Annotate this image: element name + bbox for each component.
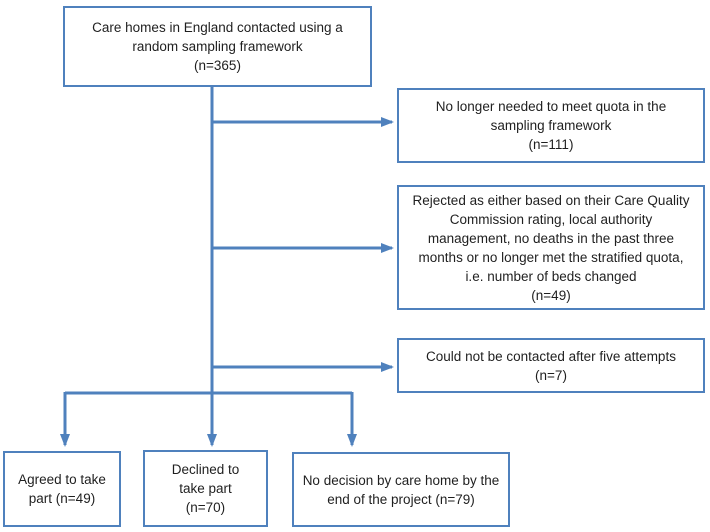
node-source-population: Care homes in England contacted using a … bbox=[63, 6, 372, 87]
node-source-text: Care homes in England contacted using a … bbox=[92, 20, 343, 73]
node-declined: Declined to take part (n=70) bbox=[143, 450, 268, 527]
node-declined-text: Declined to take part (n=70) bbox=[171, 462, 240, 515]
node-excluded-rejected: Rejected as either based on their Care Q… bbox=[397, 185, 705, 310]
node-excluded-quota: No longer needed to meet quota in the sa… bbox=[397, 88, 705, 163]
node-no-decision: No decision by care home by the end of t… bbox=[292, 452, 510, 527]
node-agreed: Agreed to take part (n=49) bbox=[3, 451, 121, 527]
node-excluded-not-contacted: Could not be contacted after five attemp… bbox=[397, 338, 705, 393]
node-no-decision-text: No decision by care home by the end of t… bbox=[302, 472, 500, 507]
node-excluded-not-contacted-text: Could not be contacted after five attemp… bbox=[426, 348, 676, 383]
node-agreed-text: Agreed to take part (n=49) bbox=[18, 472, 106, 506]
node-excluded-rejected-text: Rejected as either based on their Care Q… bbox=[412, 192, 690, 303]
node-excluded-quota-text: No longer needed to meet quota in the sa… bbox=[435, 99, 667, 152]
